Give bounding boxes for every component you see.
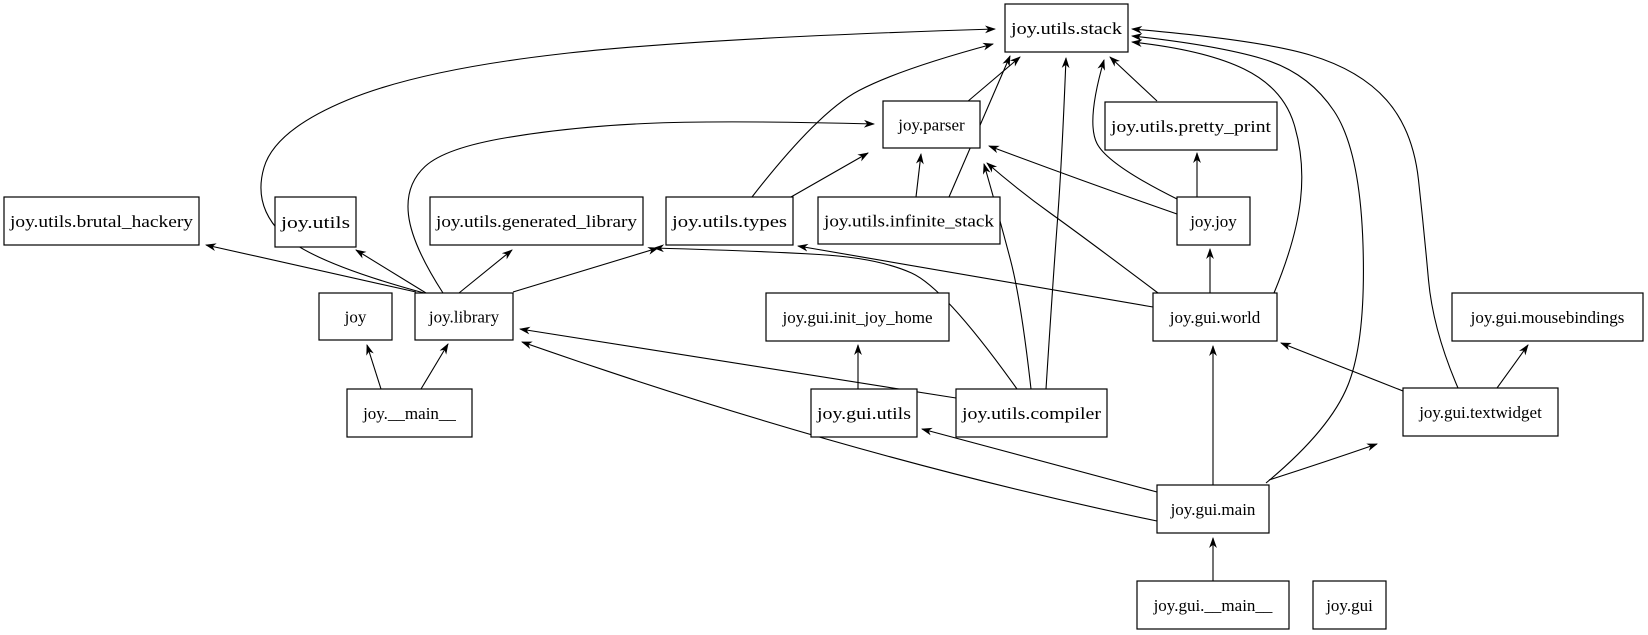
edge-joy-main-to-joy-library bbox=[420, 343, 449, 390]
edge-joy-library-to-joy-utils-brutal-hackery bbox=[205, 243, 417, 293]
node-joy-utils-types: joy.utils.types bbox=[665, 196, 794, 246]
edge-joy-gui-textwidget-to-joy-gui-world bbox=[1280, 342, 1404, 392]
node-box-joy-parser bbox=[882, 100, 981, 149]
node-label-joy-utils-brutal-hackery: joy.utils.brutal_hackery bbox=[9, 212, 194, 231]
edge-joy-library-to-joy-utils-types bbox=[512, 247, 659, 293]
node-box-joy-utils-generated-library bbox=[429, 196, 644, 246]
node-box-joy-main bbox=[346, 388, 473, 438]
edge-joy-gui-main-to-joy-gui-textwidget bbox=[1268, 443, 1378, 481]
node-label-joy-gui-textwidget: joy.gui.textwidget bbox=[1418, 403, 1542, 422]
node-label-joy-library: joy.library bbox=[428, 308, 500, 327]
edge-joy-gui-world-to-joy-parser bbox=[986, 162, 1159, 294]
node-joy-gui-utils: joy.gui.utils bbox=[810, 388, 918, 438]
edge-joy-library-to-joy-utils bbox=[355, 249, 427, 294]
node-label-joy-utils-pretty-print: joy.utils.pretty_print bbox=[1110, 117, 1271, 136]
node-joy-main: joy.__main__ bbox=[346, 388, 473, 438]
node-label-joy-main: joy.__main__ bbox=[362, 404, 456, 423]
edge-joy-main-to-joy bbox=[366, 344, 382, 390]
node-joy-gui-main: joy.gui.__main__ bbox=[1136, 580, 1290, 630]
node-box-joy-library bbox=[414, 292, 514, 341]
node-joy-gui: joy.gui bbox=[1312, 580, 1387, 630]
node-joy-gui-world: joy.gui.world bbox=[1152, 292, 1278, 342]
node-joy-library: joy.library bbox=[414, 292, 514, 341]
node-joy-parser: joy.parser bbox=[882, 100, 981, 149]
node-joy-utils-stack: joy.utils.stack bbox=[1004, 3, 1129, 53]
node-box-joy-joy bbox=[1176, 196, 1251, 246]
node-box-joy-gui-world bbox=[1152, 292, 1278, 342]
node-label-joy-utils: joy.utils bbox=[280, 213, 350, 232]
node-box-joy-gui-mousebindings bbox=[1451, 292, 1644, 342]
node-label-joy-utils-infinite-stack: joy.utils.infinite_stack bbox=[823, 212, 995, 231]
edge-joy-gui-main-to-joy-gui-utils bbox=[921, 427, 1158, 493]
node-box-joy-gui-init-joy-home bbox=[765, 292, 950, 342]
node-joy-utils-compiler: joy.utils.compiler bbox=[955, 388, 1108, 438]
edge-joy-utils-types-to-joy-parser bbox=[790, 152, 869, 198]
node-box-joy-utils-types bbox=[665, 196, 794, 246]
edge-joy-library-to-joy-utils-generated-library bbox=[458, 249, 513, 294]
edge-joy-library-to-joy-parser bbox=[407, 119, 875, 294]
edge-joy-parser-to-joy-utils-stack bbox=[966, 56, 1021, 103]
node-box-joy-utils-brutal-hackery bbox=[3, 196, 200, 246]
node-label-joy-utils-compiler: joy.utils.compiler bbox=[961, 404, 1102, 423]
node-joy-joy: joy.joy bbox=[1176, 196, 1251, 246]
node-label-joy-gui-utils: joy.gui.utils bbox=[816, 404, 911, 423]
edge-joy-utils-pretty-print-to-joy-utils-stack bbox=[1109, 56, 1158, 102]
edge-joy-joy-to-joy-utils-stack bbox=[1092, 59, 1180, 201]
edge-joy-utils-compiler-to-joy-utils-stack bbox=[1045, 57, 1070, 390]
edge-joy-library-to-joy-utils-stack bbox=[260, 25, 996, 294]
edge-joy-gui-main-to-joy-library bbox=[521, 341, 1158, 522]
node-label-joy-gui-world: joy.gui.world bbox=[1169, 308, 1261, 327]
node-joy-gui-init-joy-home: joy.gui.init_joy_home bbox=[765, 292, 950, 342]
edge-joy-gui-textwidget-to-joy-gui-mousebindings bbox=[1496, 344, 1529, 389]
node-box-joy-utils-pretty-print bbox=[1104, 101, 1278, 151]
node-label-joy-utils-stack: joy.utils.stack bbox=[1010, 19, 1123, 38]
node-label-joy-gui-init-joy-home: joy.gui.init_joy_home bbox=[781, 308, 932, 327]
node-box-joy-gui bbox=[1312, 580, 1387, 630]
edge-joy-joy-to-joy-parser bbox=[988, 145, 1178, 215]
edge-joy-gui-main-to-joy-utils-stack bbox=[1131, 33, 1364, 484]
node-label-joy-parser: joy.parser bbox=[897, 116, 965, 135]
edge-joy-utils-infinite-stack-to-joy-parser bbox=[915, 153, 924, 198]
node-joy-utils-infinite-stack: joy.utils.infinite_stack bbox=[817, 196, 1001, 245]
node-box-joy-gui-textwidget bbox=[1402, 387, 1559, 437]
node-label-joy-utils-types: joy.utils.types bbox=[671, 212, 787, 231]
node-joy-utils: joy.utils bbox=[274, 196, 357, 248]
node-joy-gui-textwidget: joy.gui.textwidget bbox=[1402, 387, 1559, 437]
node-label-joy-gui: joy.gui bbox=[1325, 596, 1373, 615]
node-label-joy-gui-main: joy.gui.main bbox=[1170, 500, 1256, 519]
edge-joy-utils-compiler-to-joy-utils-generated-library bbox=[653, 244, 1018, 390]
node-label-joy-joy: joy.joy bbox=[1189, 212, 1237, 231]
node-label-joy-utils-generated-library: joy.utils.generated_library bbox=[435, 212, 638, 231]
node-label-joy-gui-main: joy.gui.__main__ bbox=[1153, 596, 1273, 615]
edge-joy-gui-world-to-joy-utils-types bbox=[797, 243, 1154, 308]
edge-joy-utils-types-to-joy-utils-stack bbox=[751, 42, 994, 198]
node-box-joy-gui-utils bbox=[810, 388, 918, 438]
node-joy-utils-brutal-hackery: joy.utils.brutal_hackery bbox=[3, 196, 200, 246]
node-box-joy-gui-main bbox=[1136, 580, 1290, 630]
edge-joy-gui-textwidget-to-joy-utils-stack bbox=[1131, 25, 1459, 389]
node-box-joy-utils bbox=[274, 196, 357, 248]
node-label-joy: joy bbox=[344, 308, 367, 327]
node-box-joy-utils-infinite-stack bbox=[817, 196, 1001, 245]
node-joy-gui-main: joy.gui.main bbox=[1156, 484, 1270, 534]
node-joy-utils-pretty-print: joy.utils.pretty_print bbox=[1104, 101, 1278, 151]
edge-joy-gui-world-to-joy-utils-stack bbox=[1131, 39, 1303, 294]
node-box-joy-utils-stack bbox=[1004, 3, 1129, 53]
node-box-joy-utils-compiler bbox=[955, 388, 1108, 438]
node-box-joy-gui-main bbox=[1156, 484, 1270, 534]
node-joy-utils-generated-library: joy.utils.generated_library bbox=[429, 196, 644, 246]
node-box-joy bbox=[318, 292, 393, 341]
node-joy-gui-mousebindings: joy.gui.mousebindings bbox=[1451, 292, 1644, 342]
node-label-joy-gui-mousebindings: joy.gui.mousebindings bbox=[1470, 308, 1625, 327]
node-joy: joy bbox=[318, 292, 393, 341]
